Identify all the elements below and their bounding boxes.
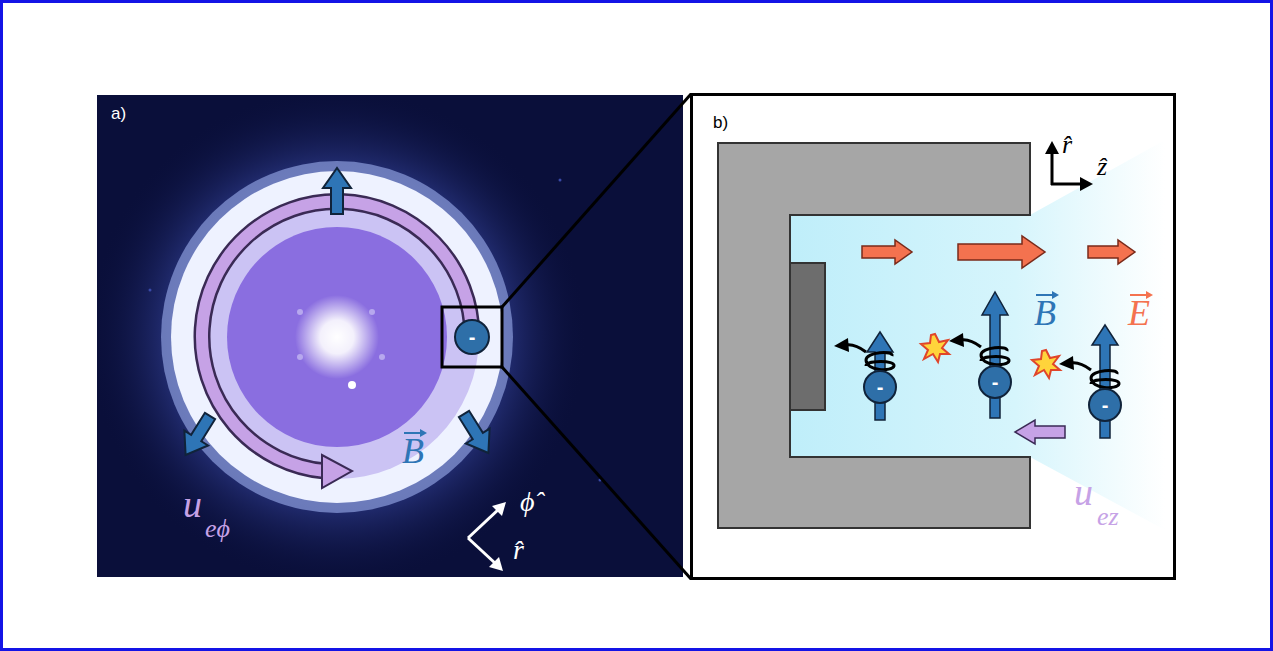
field-symbol: B bbox=[1034, 290, 1056, 337]
charge-sign: - bbox=[1102, 395, 1109, 415]
charge-sign: - bbox=[469, 327, 476, 347]
label-anchor: ez bbox=[1097, 500, 1119, 534]
label-anchor: u bbox=[1074, 468, 1093, 517]
axis-label: ẑ bbox=[1097, 150, 1107, 184]
panel-letter: b) bbox=[713, 114, 728, 131]
label-anchor: r̂ bbox=[1062, 128, 1072, 162]
electron: - bbox=[1088, 388, 1122, 422]
electron: - bbox=[863, 370, 897, 404]
electron: - bbox=[454, 319, 490, 355]
axis-label: r̂ bbox=[1062, 128, 1072, 162]
label-anchor: eϕ bbox=[205, 512, 230, 546]
panel-letter: a) bbox=[111, 105, 126, 122]
velocity-subscript: ez bbox=[1097, 500, 1119, 534]
velocity-symbol: u bbox=[183, 480, 202, 529]
label-anchor: ϕ̂ bbox=[520, 484, 535, 520]
field-symbol: B bbox=[402, 428, 424, 475]
velocity-subscript: eϕ bbox=[205, 512, 230, 546]
charge-sign: - bbox=[877, 377, 884, 397]
field-symbol: E bbox=[1128, 290, 1150, 337]
label-anchor: E bbox=[1128, 290, 1150, 337]
electron: - bbox=[978, 365, 1012, 399]
label-anchor: u bbox=[183, 480, 202, 529]
label-anchor: B bbox=[402, 428, 424, 475]
velocity-symbol: u bbox=[1074, 468, 1093, 517]
label-anchor: ẑ bbox=[1097, 150, 1107, 184]
label-anchor: r̂ bbox=[513, 532, 524, 568]
label-anchor: B bbox=[1034, 290, 1056, 337]
charge-sign: - bbox=[992, 372, 999, 392]
axis-label: ϕ̂ bbox=[520, 484, 535, 520]
axis-label: r̂ bbox=[513, 532, 524, 568]
